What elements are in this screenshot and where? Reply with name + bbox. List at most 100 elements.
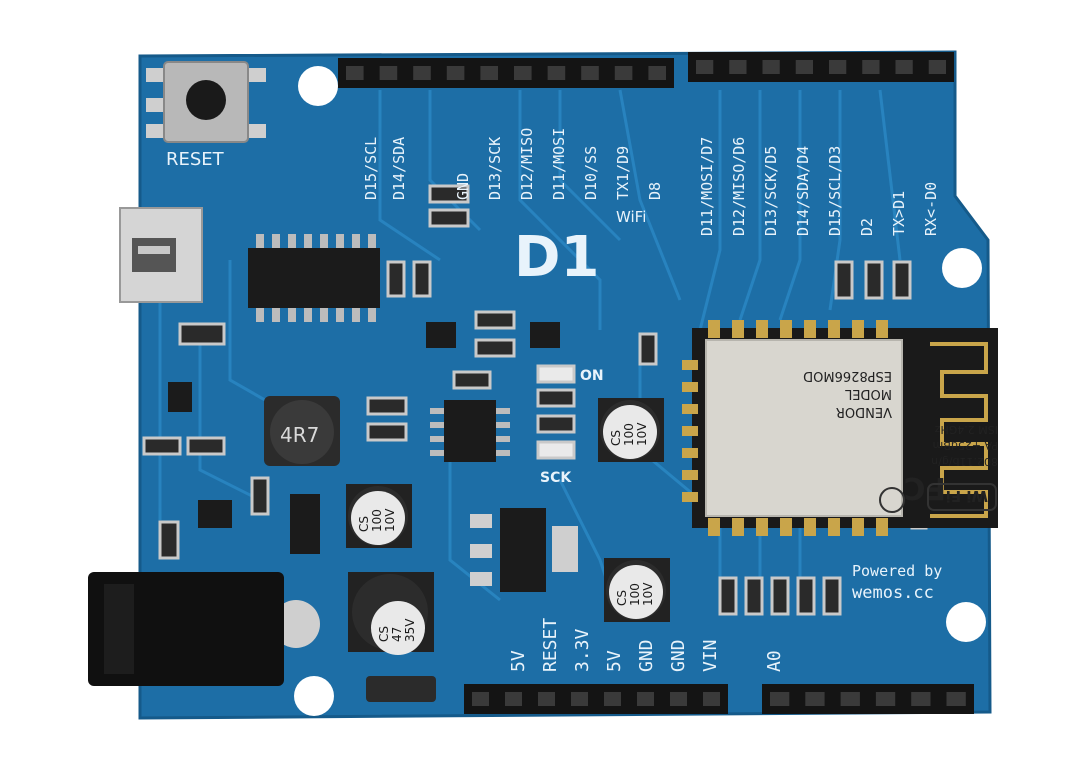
header-pin — [413, 66, 431, 80]
top-header-right — [688, 52, 954, 82]
inductor — [264, 396, 340, 466]
usb-serial-chip — [248, 234, 380, 322]
fuse — [366, 676, 436, 702]
pin-label: D12/MISO — [518, 128, 536, 200]
module-pad — [682, 404, 698, 414]
header-pin — [729, 60, 747, 74]
svg-text:10V: 10V — [635, 422, 649, 446]
header-pin — [604, 692, 621, 706]
module-model: ESP8266MOD — [803, 368, 892, 383]
module-pad — [708, 320, 720, 338]
pin-label: D11/MOSI — [550, 128, 568, 200]
module-pad — [852, 518, 864, 536]
inductor-marking: 4R7 — [280, 423, 319, 447]
pin-label: D8 — [646, 182, 664, 200]
svg-text:100: 100 — [622, 423, 636, 446]
pcb-board — [138, 50, 992, 720]
wifi-badge-text: Wi Fi — [946, 487, 988, 505]
pin-label: RX<-D0 — [922, 182, 940, 236]
pin-label: VIN — [700, 639, 721, 672]
wifi-logo-icon: Wi Fi — [927, 483, 997, 511]
module-pad — [708, 518, 720, 536]
module-pad — [852, 320, 864, 338]
header-pin — [840, 692, 860, 706]
header-pin — [795, 60, 813, 74]
pin-label: D15/SCL/D3 — [826, 146, 844, 236]
pin-label: GND — [636, 639, 657, 672]
mounting-hole — [298, 66, 338, 106]
antenna-trace — [930, 342, 988, 518]
header-pin — [829, 60, 847, 74]
pin-label: 5V — [604, 650, 625, 672]
module-pad — [780, 320, 792, 338]
reset-button[interactable] — [146, 61, 266, 143]
svg-text:100: 100 — [370, 509, 384, 532]
smd-components — [142, 184, 928, 616]
mounting-hole — [946, 602, 986, 642]
header-pin — [703, 692, 720, 706]
pin-label: D14/SDA — [390, 137, 408, 200]
svg-text:100: 100 — [628, 583, 642, 606]
header-pin — [911, 692, 931, 706]
module-pad — [732, 320, 744, 338]
mounting-hole — [294, 676, 334, 716]
module-pad — [804, 320, 816, 338]
module-pad — [804, 518, 816, 536]
diode — [290, 494, 320, 554]
board-logo: D1 — [514, 225, 599, 290]
micro-usb-port[interactable] — [119, 207, 203, 303]
module-pad — [828, 518, 840, 536]
espressif-logo-icon — [879, 487, 905, 513]
header-pin — [472, 692, 489, 706]
pin-label: RESET — [540, 618, 561, 672]
header-pin — [538, 692, 555, 706]
regulator-ic — [430, 400, 510, 462]
module-standard: 802.11b/g/n — [931, 455, 998, 468]
bottom-header-right — [762, 684, 974, 714]
module-pad — [756, 518, 768, 536]
header-pin — [928, 60, 946, 74]
header-pin — [648, 66, 666, 80]
pin-label: D15/SCL — [362, 137, 380, 200]
module-pad — [732, 518, 744, 536]
module-pad — [682, 470, 698, 480]
header-pin — [805, 692, 825, 706]
svg-text:47: 47 — [390, 627, 404, 642]
pin-label: A0 — [764, 650, 785, 672]
pin-label: D12/MISO/D6 — [730, 137, 748, 236]
header-pin — [670, 692, 687, 706]
dc-power-jack[interactable] — [88, 572, 320, 686]
sck-led-label: SCK — [540, 470, 572, 486]
header-pin — [346, 66, 364, 80]
header-pin — [637, 692, 654, 706]
pin-label: 5V — [508, 650, 529, 672]
bottom-header-left — [464, 684, 728, 714]
reset-label: RESET — [166, 149, 225, 170]
header-pin — [571, 692, 588, 706]
svg-text:CS: CS — [615, 590, 629, 606]
module-shield-markings: MODEL ESP8266MOD VENDOR ISM 2.4GHz PA +2… — [803, 368, 998, 513]
header-pin — [762, 60, 780, 74]
pin-label: GND — [668, 639, 689, 672]
svg-text:35V: 35V — [403, 618, 417, 642]
module-pa: PA +25dBm — [933, 439, 998, 452]
header-pin — [614, 66, 633, 80]
pin-label: D11/MOSI/D7 — [698, 137, 716, 236]
header-pin — [696, 60, 714, 74]
header-pin — [875, 692, 896, 706]
header-pin — [770, 692, 790, 706]
module-band: ISM 2.4GHz — [934, 423, 998, 436]
wifi-text: WiFi — [616, 208, 646, 226]
module-vendor-label: VENDOR — [836, 404, 892, 419]
header-pin — [480, 66, 498, 80]
fcc-logo-icon: FC — [903, 470, 946, 505]
esp8266-module — [682, 320, 998, 536]
header-pin — [379, 66, 398, 80]
module-pad — [780, 518, 792, 536]
header-pin — [581, 66, 599, 80]
